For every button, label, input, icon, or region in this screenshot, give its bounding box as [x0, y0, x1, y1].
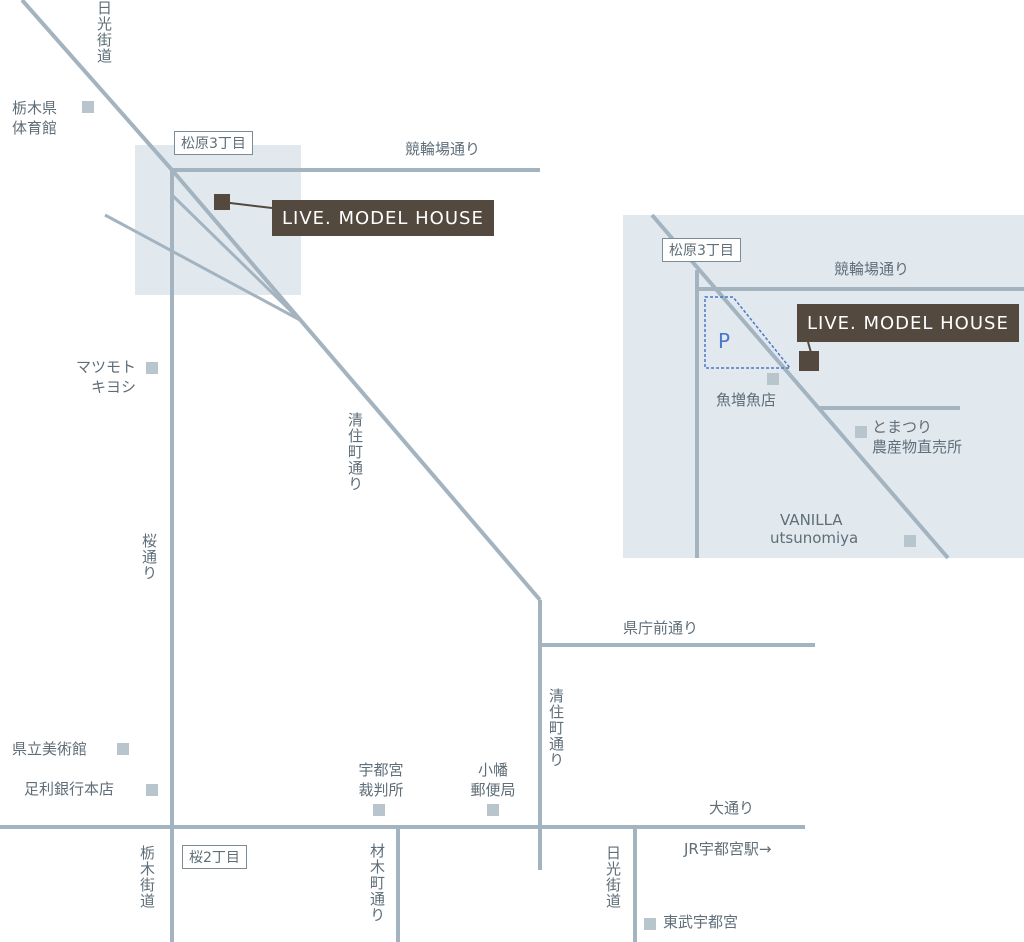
label-sakura-dori: 桜通り	[140, 533, 158, 581]
square-post-office	[487, 804, 499, 816]
label-kenchomae-dori: 県庁前通り	[623, 619, 699, 637]
label-inset-matsubara3: 松原3丁目	[662, 238, 741, 262]
label-ashikaga-bank: 足利銀行本店	[24, 780, 115, 798]
inset-area	[623, 215, 1024, 558]
square-tochigi-gym	[82, 101, 94, 113]
label-court: 宇都宮裁判所	[358, 761, 404, 799]
square-inset-uoso	[767, 373, 779, 385]
inset-road-diagonal	[650, 213, 950, 560]
label-nikko-kaido-bottom: 日光街道	[604, 845, 622, 909]
road-side-lower	[104, 213, 301, 322]
label-zaimokucho-dori: 材木町通り	[368, 843, 386, 923]
label-tochigi-gym: 栃木県体育館	[12, 99, 58, 137]
square-court	[373, 804, 385, 816]
road-side-upper	[170, 193, 302, 322]
label-museum: 県立美術館	[12, 740, 88, 758]
label-post-office: 小幡郵便局	[470, 761, 516, 799]
square-tobu-station	[644, 918, 656, 930]
label-tobu-station: 東武宇都宮	[663, 913, 739, 931]
square-museum	[117, 743, 129, 755]
label-inset-tomatsuri: とまつり農産物直売所	[872, 418, 963, 456]
inset-parking-area	[704, 296, 792, 369]
label-live-model-house: LIVE. MODEL HOUSE	[272, 200, 494, 236]
label-tochigi-kaido: 栃木街道	[138, 845, 156, 909]
label-o-dori: 大通り	[709, 799, 755, 817]
label-keirinjo-dori: 競輪場通り	[405, 140, 481, 158]
target-marker	[214, 194, 230, 210]
square-inset-tomatsuri	[855, 426, 867, 438]
square-inset-vanilla	[904, 535, 916, 547]
label-inset-parking: P	[718, 329, 731, 353]
square-matsumoto-kiyoshi	[146, 362, 158, 374]
road-nikko-kaido-upper	[20, 0, 174, 172]
label-jr-station: JR宇都宮駅→	[684, 840, 772, 858]
inset-target-marker	[799, 351, 819, 371]
label-inset-live-model-house: LIVE. MODEL HOUSE	[797, 304, 1019, 342]
target-pointer	[221, 201, 273, 209]
label-kiyozumicho-lower: 清住町通り	[547, 688, 565, 768]
label-nikko-kaido-top: 日光街道	[95, 0, 113, 64]
label-matsubara3: 松原3丁目	[174, 131, 253, 155]
label-kiyozumicho-upper: 清住町通り	[346, 412, 364, 492]
square-ashikaga-bank	[146, 784, 158, 796]
road-kiyozumicho-diagonal	[170, 168, 542, 602]
label-matsumoto-kiyoshi: マツモトキヨシ	[75, 358, 136, 396]
label-inset-keirinjo-dori: 競輪場通り	[834, 260, 910, 278]
label-sakura2: 桜2丁目	[182, 845, 247, 869]
label-inset-uoso: 魚増魚店	[716, 391, 777, 409]
